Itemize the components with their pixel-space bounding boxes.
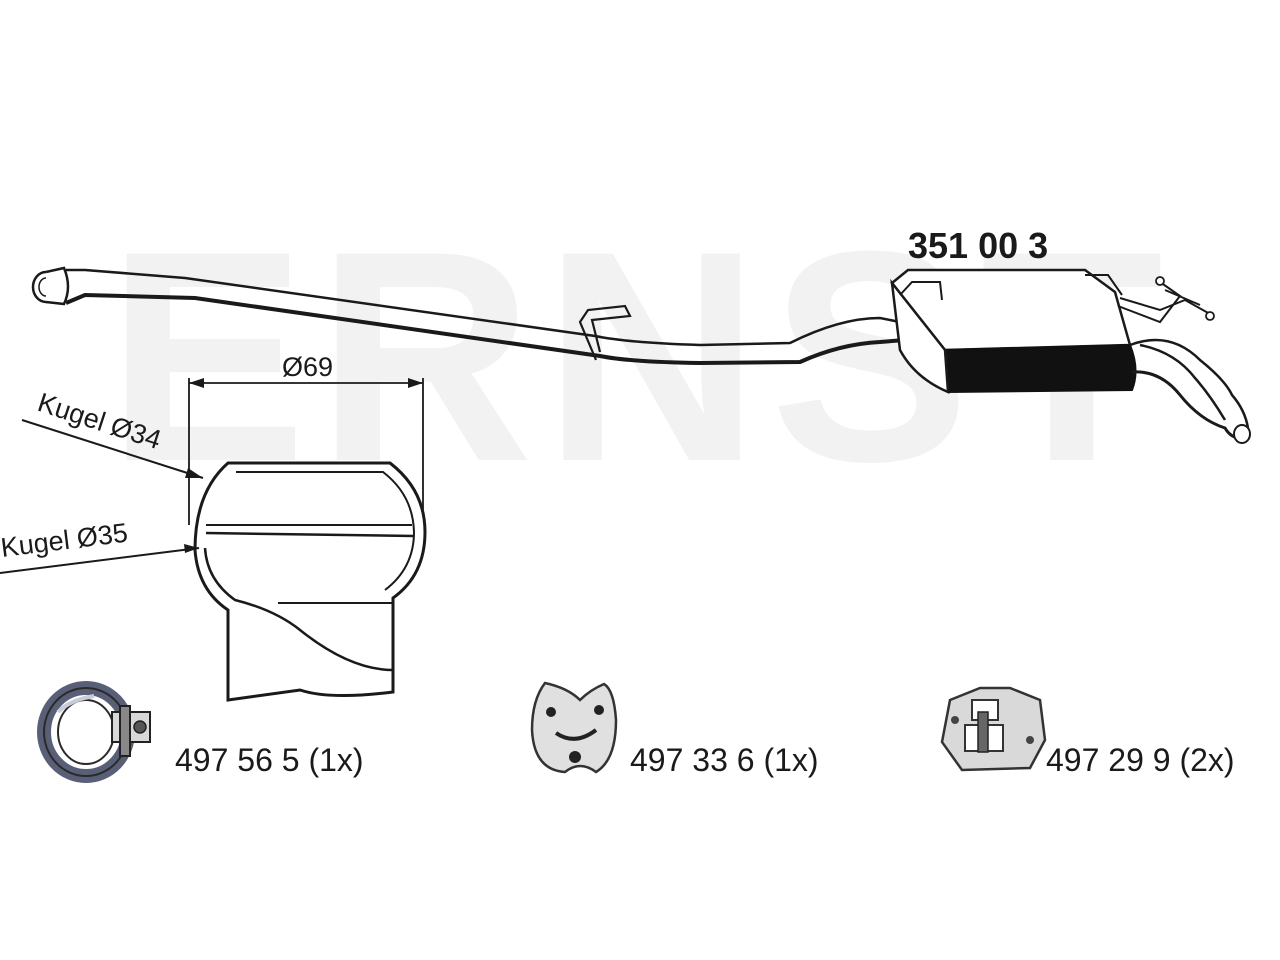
pipe-hanger-wire [578,304,632,361]
clamp-icon [37,681,151,783]
muffler-front [890,278,950,394]
rear-hanger-rods [1117,281,1211,324]
accessory-label-hanger: 497 33 6 (1x) [630,742,819,778]
muffler-band [943,343,1137,394]
rubber-hanger-icon [530,681,618,774]
accessory-label-bracket: 497 29 9 (2x) [1046,742,1235,778]
ball-outer [193,461,427,702]
leader-ball-35 [0,547,200,574]
exhaust-assembly [31,266,1251,444]
ball-inner-label: Kugel Ø35 [0,518,129,563]
accessory-label-clamp: 497 56 5 (1x) [175,742,364,778]
pipe-lower-edge [65,292,906,366]
pipe-upper-edge [66,268,901,347]
part-number: 351 00 3 [908,225,1048,266]
mounting-bracket-icon [940,686,1047,772]
diameter-label: Ø69 [282,352,333,382]
leader-ball-34 [21,419,204,479]
tailpipe-upper [1129,338,1250,429]
